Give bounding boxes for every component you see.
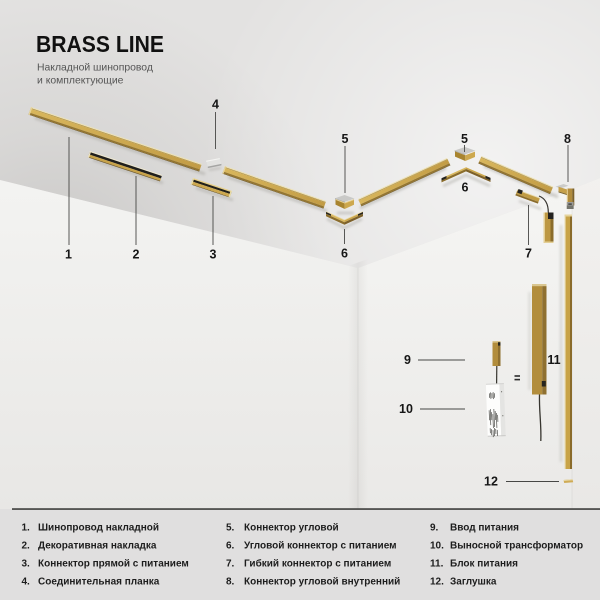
- svg-text:Декоративная накладка: Декоративная накладка: [38, 541, 157, 552]
- svg-text:12.: 12.: [430, 577, 444, 588]
- svg-text:Блок питания: Блок питания: [450, 559, 518, 570]
- svg-text:и комплектующие: и комплектующие: [37, 76, 124, 87]
- svg-text:Шинопровод накладной: Шинопровод накладной: [38, 523, 159, 534]
- svg-text:Коннектор угловой: Коннектор угловой: [244, 523, 339, 534]
- svg-text:6: 6: [341, 247, 348, 261]
- svg-text:6.: 6.: [226, 541, 235, 552]
- svg-text:4: 4: [212, 98, 219, 112]
- svg-text:10.: 10.: [430, 541, 444, 552]
- svg-text:4.: 4.: [22, 577, 31, 588]
- svg-text:8.: 8.: [226, 577, 235, 588]
- svg-text:Коннектор угловой внутренний: Коннектор угловой внутренний: [244, 577, 400, 588]
- svg-text:8: 8: [564, 132, 571, 146]
- svg-text:10: 10: [399, 402, 413, 416]
- svg-text:1: 1: [65, 248, 72, 262]
- svg-text:Угловой коннектор с питанием: Угловой коннектор с питанием: [244, 541, 397, 552]
- svg-text:11: 11: [547, 353, 560, 367]
- svg-text:Накладной шинопровод: Накладной шинопровод: [37, 63, 153, 74]
- svg-text:Гибкий коннектор с питанием: Гибкий коннектор с питанием: [244, 558, 391, 570]
- svg-text:7.: 7.: [226, 559, 235, 570]
- svg-text:5: 5: [342, 132, 349, 146]
- svg-text:11.: 11.: [430, 559, 444, 570]
- svg-text:Соединительная планка: Соединительная планка: [38, 577, 160, 588]
- svg-text:Ввод питания: Ввод питания: [450, 523, 519, 534]
- svg-text:Заглушка: Заглушка: [450, 577, 497, 588]
- svg-text:2.: 2.: [22, 541, 31, 552]
- svg-text:9: 9: [404, 353, 411, 367]
- svg-text:Коннектор прямой с питанием: Коннектор прямой с питанием: [38, 559, 189, 570]
- svg-text:3.: 3.: [22, 559, 31, 570]
- svg-text:5: 5: [461, 132, 468, 146]
- svg-text:BRASS LINE: BRASS LINE: [36, 31, 164, 57]
- svg-text:5.: 5.: [226, 523, 235, 534]
- svg-text:3: 3: [210, 248, 217, 262]
- svg-text:9.: 9.: [430, 523, 439, 534]
- svg-text:12: 12: [484, 475, 498, 489]
- svg-text:7: 7: [525, 247, 532, 261]
- svg-text:2: 2: [133, 248, 140, 262]
- svg-text:6: 6: [462, 181, 469, 195]
- svg-text:1.: 1.: [22, 523, 31, 534]
- svg-text:Выносной трансформатор: Выносной трансформатор: [450, 540, 583, 552]
